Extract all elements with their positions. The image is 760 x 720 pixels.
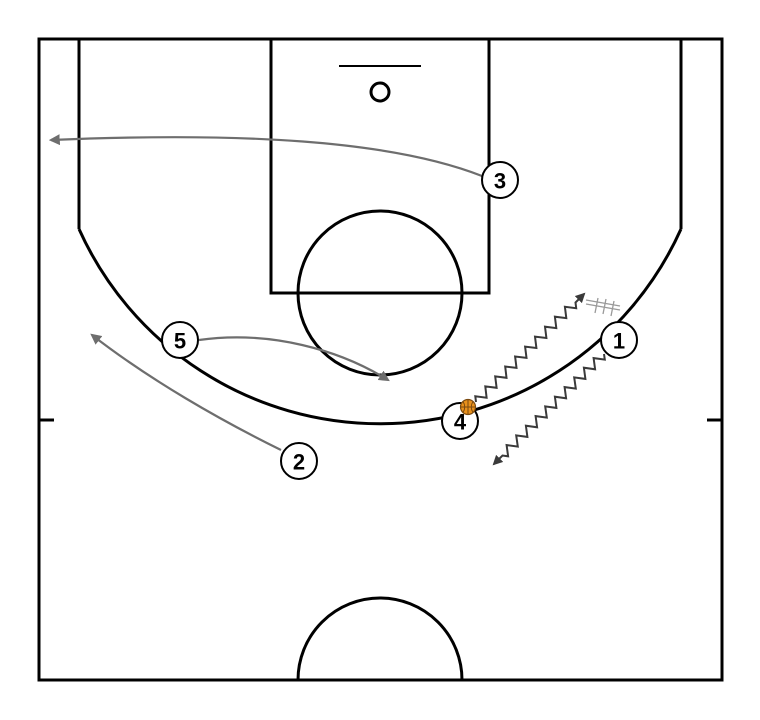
basket-hoop <box>369 81 391 103</box>
player-number: 1 <box>613 329 625 354</box>
player-number: 5 <box>174 329 186 354</box>
player-number: 3 <box>494 169 506 194</box>
cut-path-player-5 <box>198 336 390 382</box>
court-boundary <box>37 37 724 682</box>
players: 1 2 3 4 5 <box>161 161 638 480</box>
cut-path-player-2 <box>90 333 282 451</box>
player-marker <box>481 161 519 199</box>
dribble-path-player-1 <box>492 353 606 466</box>
player-marker <box>600 321 638 359</box>
player-2: 2 <box>280 442 318 480</box>
player-marker <box>161 321 199 359</box>
player-number: 4 <box>454 410 467 435</box>
action-paths <box>48 134 621 466</box>
basketball-icon <box>459 398 477 416</box>
court-lines <box>37 37 724 682</box>
player-5: 5 <box>161 321 199 359</box>
player-number: 2 <box>293 450 305 475</box>
player-marker <box>280 442 318 480</box>
dribble-path-player-4 <box>474 292 586 403</box>
player-3: 3 <box>481 161 519 199</box>
center-circle <box>296 596 464 681</box>
screen-marker-icon <box>585 297 621 317</box>
cut-path-player-3 <box>48 134 483 178</box>
player-1: 1 <box>600 321 638 359</box>
